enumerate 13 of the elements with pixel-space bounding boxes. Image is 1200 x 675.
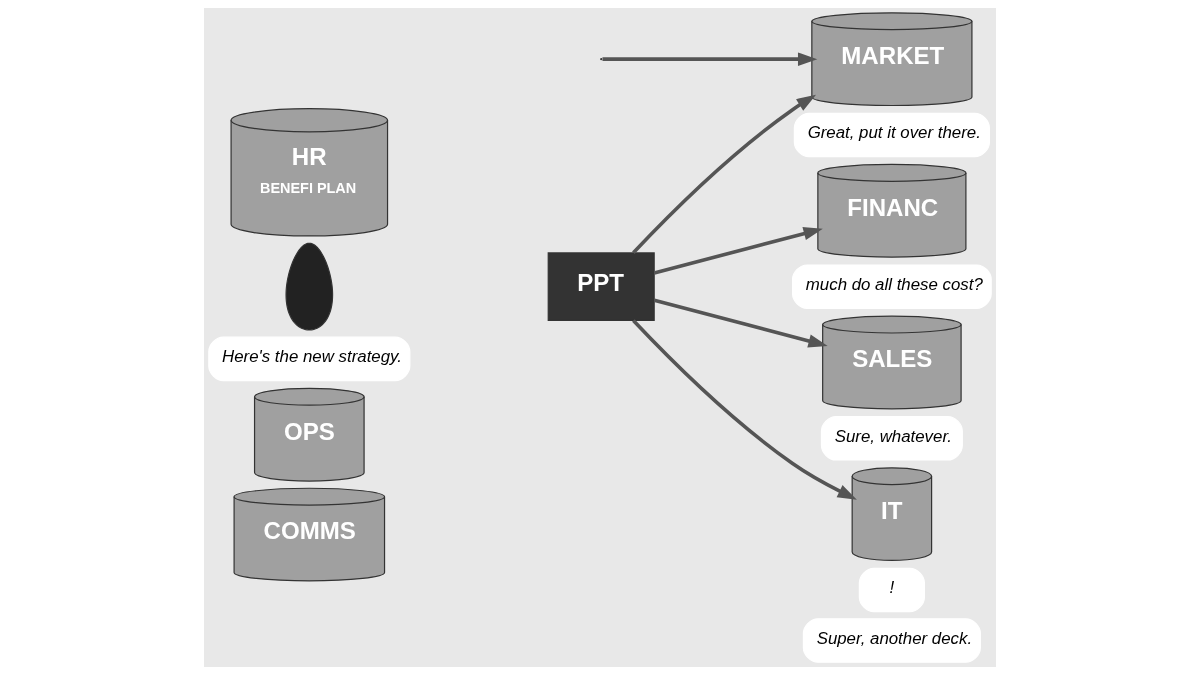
node-label: Sure, whatever.	[834, 426, 953, 446]
node-label: Super, another deck.	[816, 628, 973, 648]
arrow	[632, 94, 816, 254]
node-person	[285, 242, 334, 331]
arrow	[653, 298, 828, 348]
arrow	[632, 319, 857, 500]
node-label: Great, put it over there.	[807, 123, 981, 143]
node-label: Here's the new strategy.	[222, 347, 402, 367]
arrow	[602, 52, 818, 66]
node-label: much do all these cost?	[805, 274, 983, 294]
node-box: PPT	[547, 252, 655, 321]
arrow	[653, 227, 823, 275]
node-label: !	[889, 578, 895, 598]
